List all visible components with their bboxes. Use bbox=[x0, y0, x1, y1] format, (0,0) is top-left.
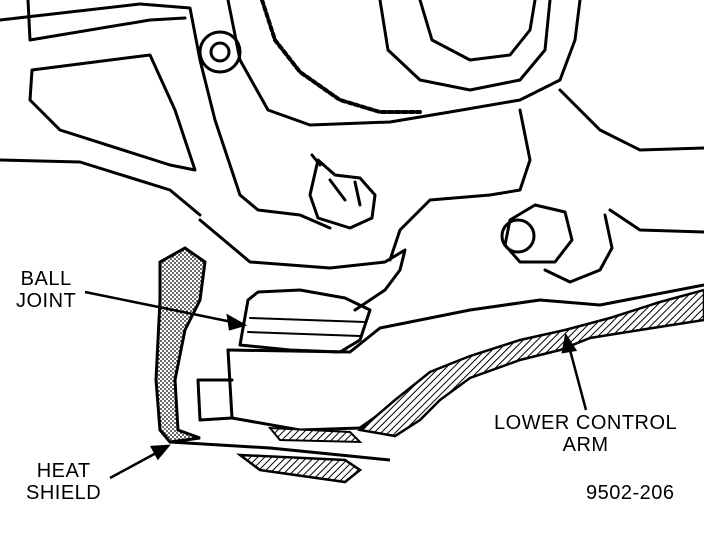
shield-lower-tab bbox=[267, 426, 363, 444]
knuckle-socket bbox=[198, 218, 407, 312]
bolt-washer bbox=[543, 213, 614, 284]
heat-shield bbox=[154, 246, 207, 444]
lower-control-arm-label-line1: LOWER CONTROL bbox=[494, 412, 678, 434]
frame-lower-edge bbox=[0, 158, 202, 217]
heat-shield-base bbox=[169, 440, 391, 462]
control-arm-leader bbox=[568, 349, 588, 411]
ball-joint-label-line1: BALL bbox=[20, 268, 72, 290]
ball-joint-label: BALL JOINT bbox=[16, 268, 76, 312]
cotter-pin bbox=[308, 158, 377, 230]
control-arm-arrowhead bbox=[561, 332, 578, 354]
ball-joint-label-line2: JOINT bbox=[16, 290, 77, 312]
heat-shield-label-line1: HEAT bbox=[36, 460, 91, 482]
lower-control-arm-label: LOWER CONTROL ARM bbox=[494, 412, 677, 456]
frame-window bbox=[28, 53, 197, 172]
ball-joint-leader bbox=[84, 290, 233, 324]
heat-shield-arrowhead bbox=[149, 444, 171, 461]
shield-lower-plate bbox=[235, 453, 363, 484]
control-arm-hatched bbox=[357, 288, 704, 438]
ball-joint-boot bbox=[238, 288, 372, 354]
frame-upper-left bbox=[26, 0, 187, 42]
heat-shield-leader bbox=[109, 450, 159, 480]
hub-ring bbox=[418, 0, 537, 62]
hex-nut bbox=[503, 203, 574, 264]
knuckle-outline bbox=[0, 2, 332, 230]
arm-right-lower bbox=[608, 208, 704, 234]
bolt-end bbox=[500, 218, 536, 254]
hub-inner bbox=[378, 0, 552, 92]
ball-joint-arrowhead bbox=[226, 313, 248, 331]
top-bolt-inner bbox=[209, 41, 231, 63]
brake-rotor bbox=[226, 0, 582, 127]
arm-right bbox=[558, 88, 704, 152]
heat-shield-label-line2: SHIELD bbox=[26, 482, 102, 504]
arm-flange bbox=[196, 378, 234, 422]
knuckle-arm bbox=[388, 108, 532, 262]
cotter-detail bbox=[310, 153, 362, 207]
figure-number: 9502-206 bbox=[586, 482, 675, 504]
rotor-teeth bbox=[260, 0, 422, 114]
top-bolt-outer bbox=[198, 30, 242, 74]
lower-control-arm-label-line2: ARM bbox=[562, 434, 609, 456]
boot-ribs bbox=[247, 317, 366, 337]
heat-shield-label: HEAT SHIELD bbox=[26, 460, 101, 504]
control-arm-body bbox=[226, 283, 704, 354]
